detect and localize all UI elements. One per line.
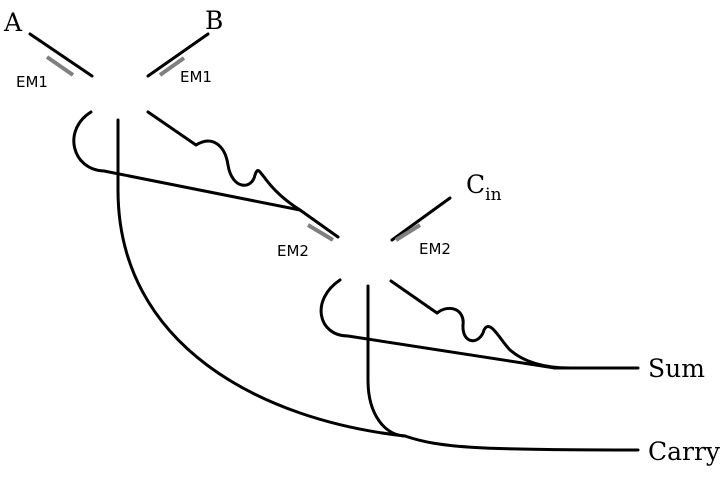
input-b-wire — [146, 32, 210, 78]
em2-right-label: EM2 — [419, 240, 451, 258]
stage-1-carry-wire — [116, 118, 407, 438]
stage-1-junction — [28, 32, 407, 438]
input-a-wire — [28, 32, 94, 78]
stage-2-left-hook-wire — [319, 278, 557, 370]
input-cin-label-sub: in — [485, 185, 501, 205]
input-cin-wire — [390, 196, 452, 242]
stage-2-wavy-wire — [389, 279, 572, 370]
em1-left-marker — [45, 55, 75, 77]
em2-left-marker — [306, 223, 335, 242]
stage-1-left-hook-wire — [72, 110, 302, 212]
carry-label: Carry — [648, 437, 721, 466]
em1-right-marker — [158, 56, 186, 77]
em1-left-label: EM1 — [16, 73, 48, 91]
sum-label: Sum — [648, 354, 705, 383]
input-cin-label-base: C — [466, 170, 485, 199]
input-a-label: A — [3, 8, 23, 37]
stage-2-carry-wire — [366, 284, 407, 438]
stage-1-wavy-wire — [146, 110, 340, 239]
em1-right-label: EM1 — [180, 68, 212, 86]
input-cin-label: Cin — [466, 170, 502, 205]
stage-2-junction — [306, 196, 572, 438]
em2-left-label: EM2 — [277, 242, 309, 260]
em2-right-marker — [394, 223, 422, 242]
input-b-label: B — [205, 6, 223, 35]
carry-output-wire — [403, 434, 640, 452]
